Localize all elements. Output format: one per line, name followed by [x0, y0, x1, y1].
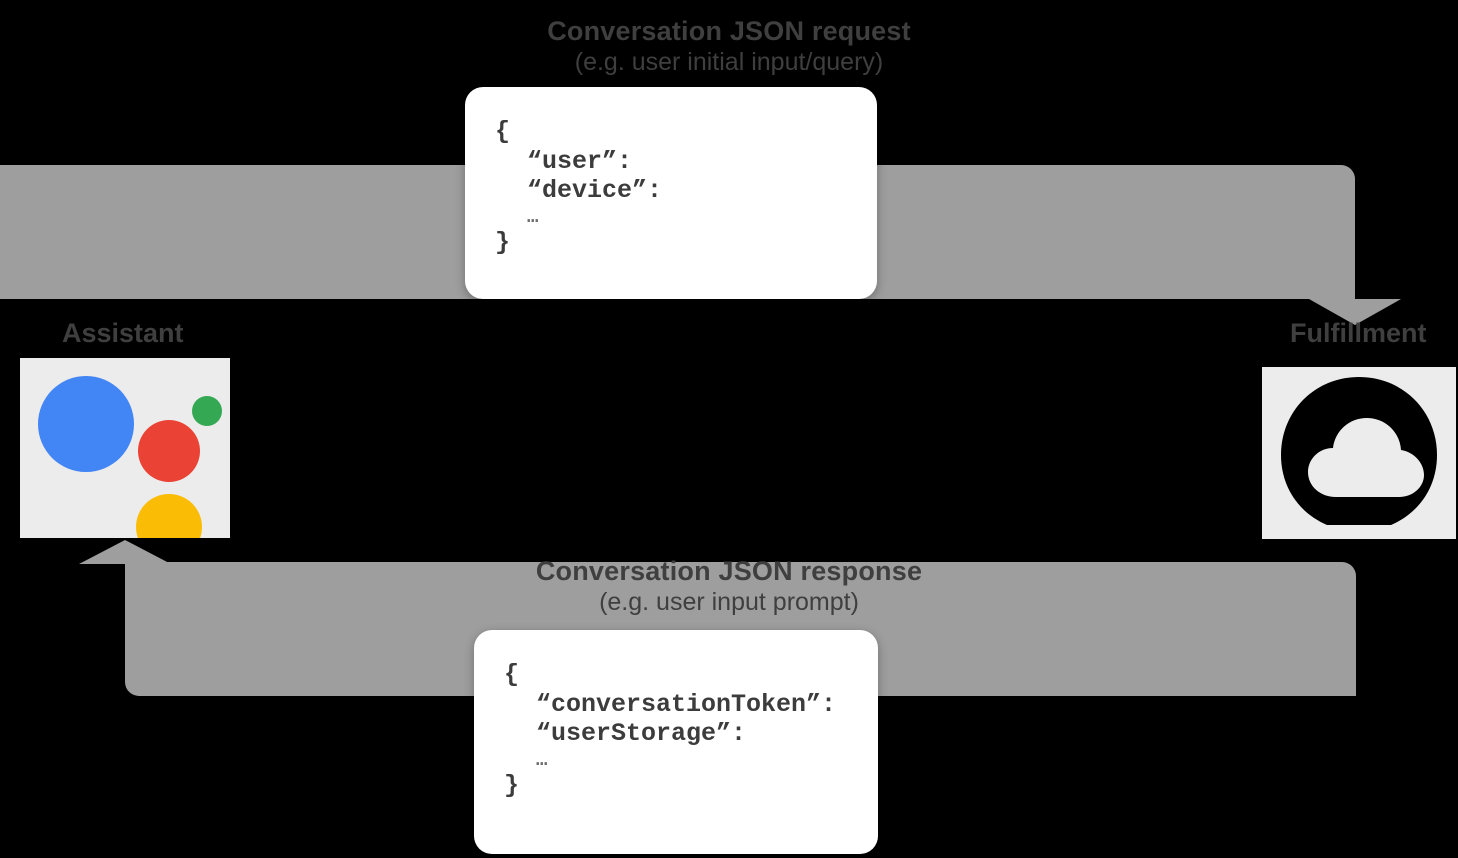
json-open-brace: {	[504, 660, 520, 689]
assistant-blue-dot-icon	[38, 376, 134, 472]
request-flow-subtitle: (e.g. user initial input/query)	[574, 47, 884, 76]
json-open-brace: {	[495, 117, 511, 146]
assistant-red-dot-icon	[138, 420, 200, 482]
json-ellipsis: …	[527, 205, 541, 228]
request-arrow-head-icon	[1309, 299, 1401, 325]
assistant-yellow-dot-icon	[136, 494, 202, 538]
request-flow-label: Conversation JSON request (e.g. user ini…	[0, 16, 1458, 77]
json-key-user-storage: “userStorage”:	[536, 719, 747, 748]
google-assistant-logo-icon	[20, 358, 230, 538]
cloud-glyph-icon	[1281, 377, 1437, 525]
json-close-brace: }	[495, 227, 511, 257]
cloud-icon	[1262, 367, 1456, 539]
request-flow-title: Conversation JSON request	[547, 16, 911, 46]
response-arrow-head-icon	[79, 540, 171, 564]
json-key-device: “device”:	[527, 176, 663, 205]
assistant-label: Assistant	[62, 318, 184, 348]
response-json-card: { “conversationToken”: “userStorage”: … …	[474, 630, 878, 854]
json-ellipsis: …	[536, 748, 550, 771]
request-json-card: { “user”: “device”: … }	[465, 87, 877, 299]
json-key-conversation-token: “conversationToken”:	[536, 689, 837, 719]
fulfillment-label: Fulfillment	[1290, 318, 1427, 348]
assistant-green-dot-icon	[192, 396, 222, 426]
json-close-brace: }	[504, 770, 520, 800]
json-key-user: “user”:	[527, 146, 633, 176]
